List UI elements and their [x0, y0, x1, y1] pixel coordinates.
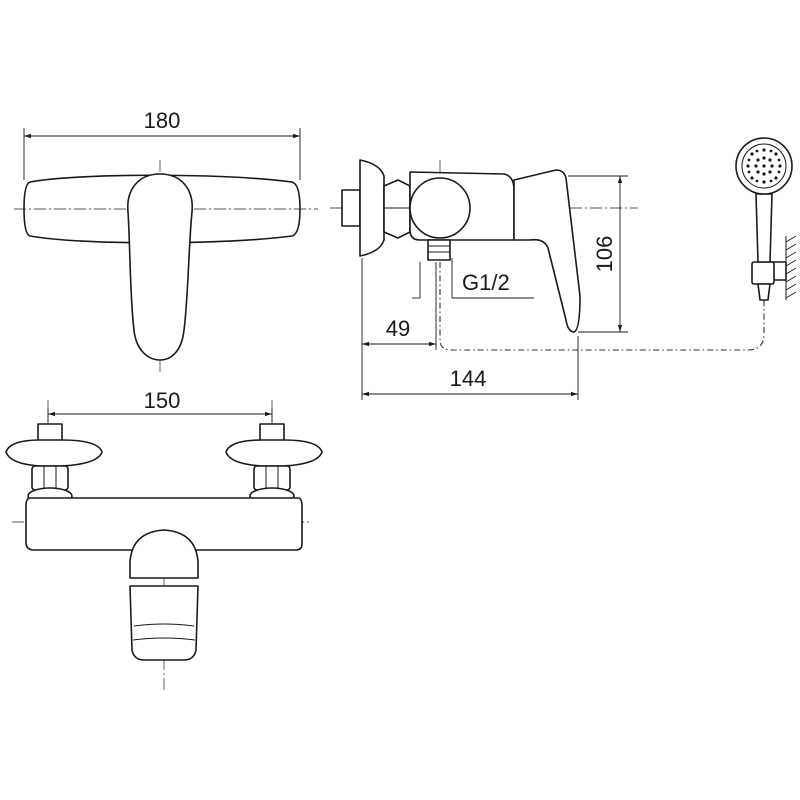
- hand-shower: [735, 137, 797, 301]
- dimension-projection-label: 144: [450, 366, 487, 391]
- front-view: [5, 400, 323, 690]
- dimension-front-spacing-label: 150: [144, 388, 181, 413]
- dimension-front-spacing: 150: [47, 388, 273, 422]
- dimension-top-width: 180: [23, 108, 301, 180]
- dimension-inlet-offset-label: 49: [386, 316, 410, 341]
- thread-callout: G1/2: [451, 258, 534, 299]
- top-view: [14, 160, 318, 372]
- dimension-top-width-label: 180: [144, 108, 181, 133]
- side-view: [330, 159, 638, 333]
- dimension-height-label: 106: [592, 236, 617, 273]
- shower-hose: [439, 262, 765, 351]
- dimension-projection: 144: [362, 336, 579, 400]
- thread-label: G1/2: [462, 270, 510, 295]
- dimension-height: 106: [568, 175, 628, 333]
- dimension-inlet-offset: 49: [361, 258, 437, 400]
